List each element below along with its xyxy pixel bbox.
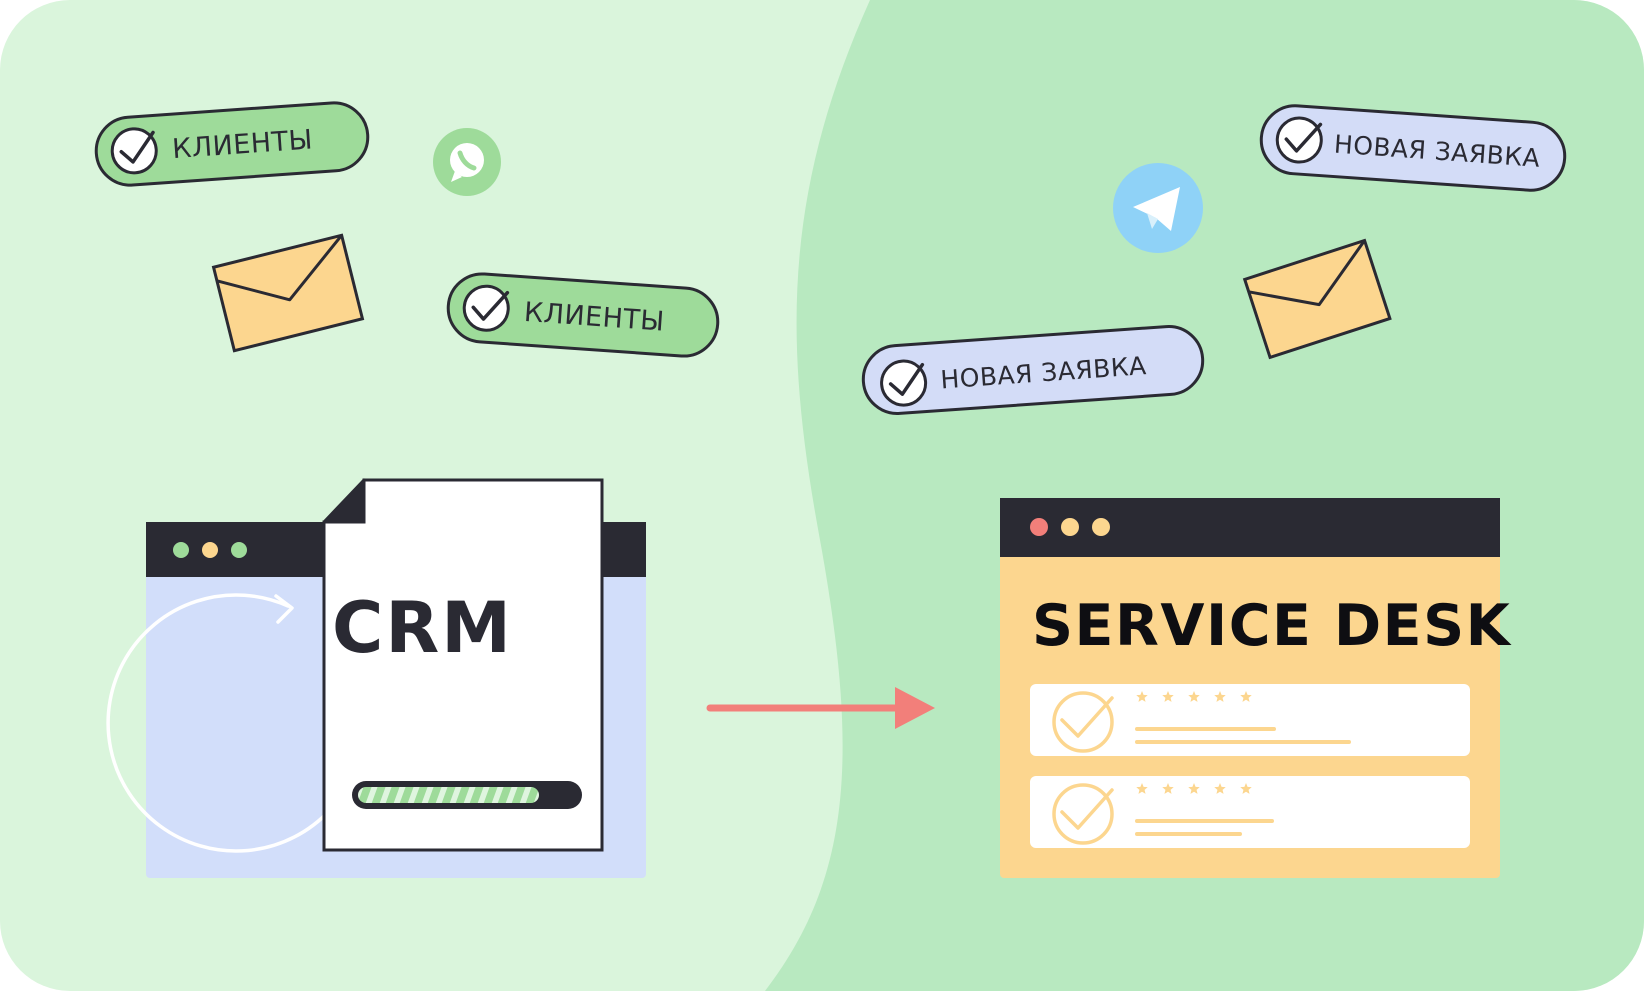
star-icon xyxy=(1136,783,1148,794)
window-dot xyxy=(231,542,247,558)
rating-stars xyxy=(1136,783,1252,794)
window-dot xyxy=(1092,518,1110,536)
ticket-card xyxy=(1030,776,1470,848)
star-icon xyxy=(1188,691,1200,702)
service-desk-window: SERVICE DESK xyxy=(1000,498,1512,878)
clients-pill-2: КЛИЕНТЫ xyxy=(446,272,720,358)
new-request-pill-2: НОВАЯ ЗАЯВКА xyxy=(861,325,1205,415)
window-dot xyxy=(202,542,218,558)
crm-progress-bar xyxy=(352,781,582,809)
star-icon xyxy=(1162,783,1174,794)
new-request-pill-1: НОВАЯ ЗАЯВКА xyxy=(1259,104,1567,192)
star-icon xyxy=(1240,783,1252,794)
rating-stars xyxy=(1136,691,1252,702)
ticket-card xyxy=(1030,684,1470,756)
star-icon xyxy=(1162,691,1174,702)
envelope-icon xyxy=(1242,238,1392,360)
whatsapp-icon xyxy=(433,128,501,196)
star-icon xyxy=(1214,783,1226,794)
star-icon xyxy=(1136,691,1148,702)
telegram-icon xyxy=(1113,163,1203,253)
crm-label: CRM xyxy=(332,587,513,669)
check-icon xyxy=(1052,691,1114,753)
check-icon xyxy=(110,127,158,175)
check-icon xyxy=(1052,783,1114,845)
clients-pill-1: КЛИЕНТЫ xyxy=(94,101,370,187)
envelope-icon xyxy=(211,233,365,353)
crm-progress-fill xyxy=(358,787,539,803)
window-dot xyxy=(173,542,189,558)
check-icon xyxy=(1275,116,1323,164)
crm-document: CRM xyxy=(322,478,604,852)
service-desk-titlebar xyxy=(1000,498,1500,557)
arrow-right-icon xyxy=(706,687,935,729)
window-dot xyxy=(1061,518,1079,536)
check-icon xyxy=(880,359,928,407)
star-icon xyxy=(1240,691,1252,702)
check-icon xyxy=(462,284,510,332)
service-desk-label: SERVICE DESK xyxy=(1032,593,1512,659)
star-icon xyxy=(1214,691,1226,702)
window-dot xyxy=(1030,518,1048,536)
cycle-arrow-icon xyxy=(106,593,332,853)
star-icon xyxy=(1188,783,1200,794)
